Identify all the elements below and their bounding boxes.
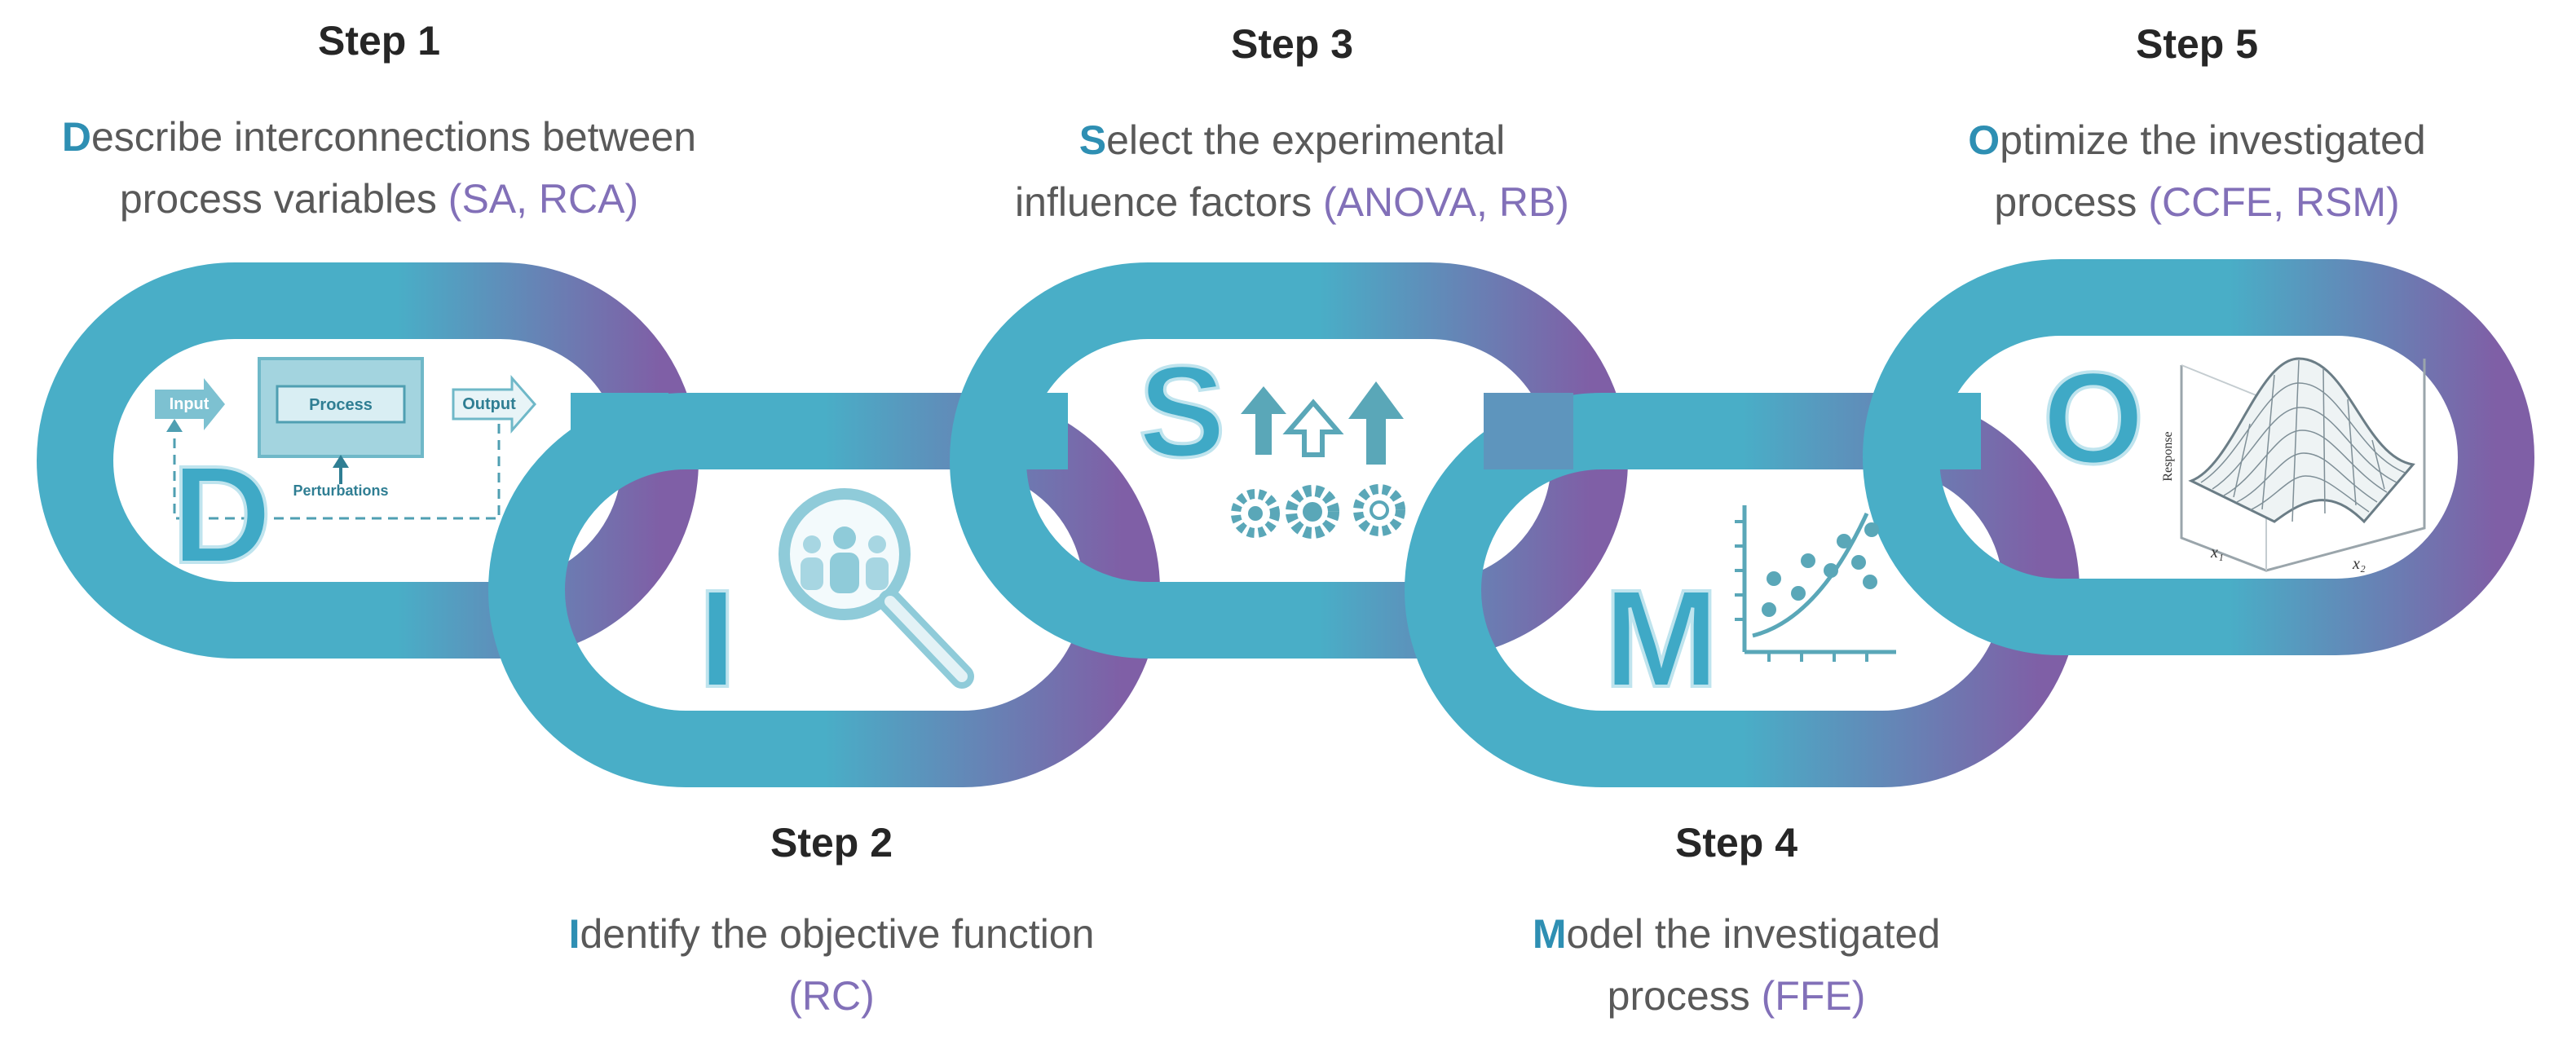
step-3-line2: influence factors <box>1015 179 1312 225</box>
step-3-block: Step 3 Select the experimental influence… <box>913 20 1671 233</box>
arrows-gears-icon: S <box>1137 337 1405 539</box>
step-3-title: Step 3 <box>1230 21 1354 67</box>
chain-overlap-3 <box>1484 393 1573 469</box>
magnifier-people-icon: I <box>696 488 974 718</box>
step-4-line2: process <box>1607 973 1750 1019</box>
step-1-block: Step 1 Describe interconnections between… <box>0 16 758 230</box>
perturbations-label: Perturbations <box>293 482 388 499</box>
step-4-initial: M <box>1532 911 1567 957</box>
process-label: Process <box>309 396 373 414</box>
chain-overlap-2 <box>978 393 1068 469</box>
step-4-methods: (FFE) <box>1761 973 1866 1019</box>
step-2-initial: I <box>568 911 580 957</box>
letter-m: M <box>1603 562 1719 716</box>
response-axis-label: Response <box>2161 431 2175 481</box>
step-2-line1: dentify the objective function <box>580 911 1095 957</box>
step-5-block: Step 5 Optimize the investigated process… <box>1818 20 2576 233</box>
step-5-title: Step 5 <box>2135 21 2259 67</box>
letter-i: I <box>698 562 736 716</box>
scatter-plot-icon: M <box>1602 505 1896 718</box>
step-5-initial: O <box>1968 117 2000 163</box>
x1-axis-label: x₁ <box>2210 544 2224 562</box>
chain-overlap-4 <box>1891 393 1981 469</box>
letter-s: S <box>1139 338 1226 484</box>
step-2-title: Step 2 <box>770 820 893 866</box>
step-2-description: Identify the objective function (RC) <box>457 903 1206 1027</box>
x2-axis-label: x₂ <box>2352 555 2366 573</box>
response-surface-icon: O Response x₁ x₂ <box>2041 343 2426 573</box>
step-3-description: Select the experimental influence factor… <box>913 109 1671 233</box>
input-label: Input <box>170 395 210 413</box>
step-1-initial: D <box>61 114 91 160</box>
step-4-line1: odel the investigated <box>1566 911 1941 957</box>
step-1-description: Describe interconnections between proces… <box>0 106 758 230</box>
step-3-methods: (ANOVA, RB) <box>1323 179 1569 225</box>
step-5-description: Optimize the investigated process (CCFE,… <box>1818 109 2576 233</box>
chain-overlap-1 <box>571 393 668 469</box>
step-1-title: Step 1 <box>317 18 441 64</box>
step-2-methods: (RC) <box>788 973 875 1019</box>
step-1-methods: (SA, RCA) <box>448 176 639 222</box>
process-flow-diagram-icon: Process Input Output Perturbations D <box>155 357 536 594</box>
step-2-block: Step 2 Identify the objective function (… <box>457 818 1206 1027</box>
step-4-title: Step 4 <box>1674 820 1798 866</box>
step-5-methods: (CCFE, RSM) <box>2148 179 2400 225</box>
step-4-block: Step 4 Model the investigated process (F… <box>1361 818 2111 1027</box>
step-5-line2: process <box>1994 179 2137 225</box>
output-label: Output <box>462 395 516 413</box>
step-1-line2: process variables <box>119 176 437 222</box>
step-5-line1: ptimize the investigated <box>2000 117 2426 163</box>
letter-o: O <box>2043 345 2144 491</box>
step-3-initial: S <box>1078 117 1107 163</box>
letter-d: D <box>172 438 272 592</box>
step-1-line1: escribe interconnections between <box>90 114 697 160</box>
step-4-description: Model the investigated process (FFE) <box>1361 903 2111 1027</box>
step-3-line1: elect the experimental <box>1106 117 1506 163</box>
